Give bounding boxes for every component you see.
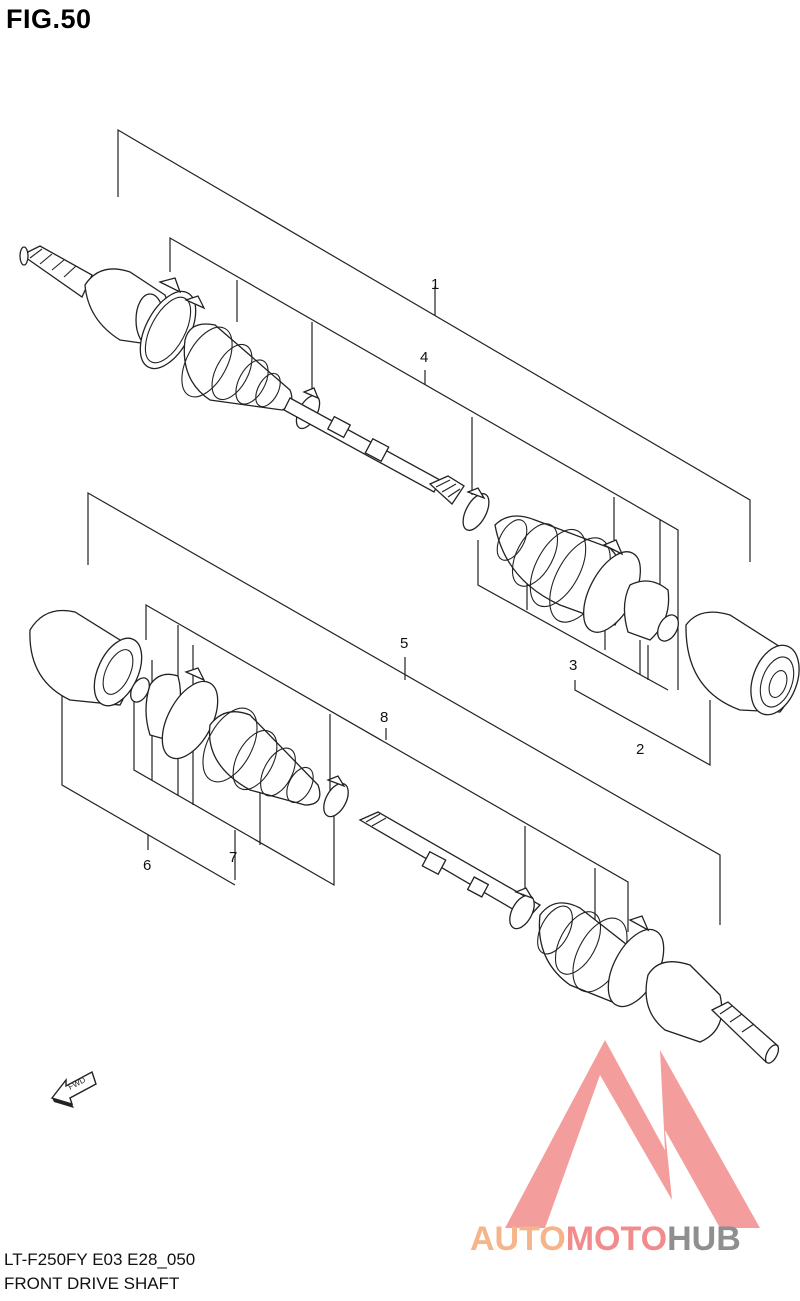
watermark-moto: MOTO	[566, 1220, 667, 1258]
model-code: LT-F250FY E03 E28_050	[4, 1250, 196, 1269]
callout-1: 1	[431, 276, 439, 293]
upper-shaft-bar	[283, 397, 441, 493]
upper-inner-joint-housing	[685, 611, 800, 716]
section-name: FRONT DRIVE SHAFT	[4, 1274, 180, 1293]
bracket-part-3	[477, 540, 669, 691]
callout-8: 8	[380, 709, 388, 726]
bracket-part-2	[574, 680, 711, 767]
bracket-part-4	[169, 236, 679, 690]
upper-circlip	[657, 614, 679, 642]
callout-4: 4	[420, 349, 428, 366]
lower-outer-small-clamp	[509, 887, 535, 930]
watermark-hub: HUB	[667, 1220, 741, 1258]
callout-2: 2	[636, 741, 644, 758]
bracket-part-8	[145, 603, 629, 940]
lower-outer-joint-housing	[645, 961, 723, 1043]
lower-shaft-bar	[358, 811, 542, 919]
lower-outer-spline	[710, 1001, 780, 1064]
bracket-part-5	[87, 491, 721, 925]
callout-3: 3	[569, 657, 577, 674]
watermark-text: AUTOMOTOHUB	[470, 1220, 741, 1258]
watermark-auto: AUTO	[470, 1220, 566, 1258]
lower-inner-joint-housing	[29, 609, 143, 707]
bracket-part-1	[117, 128, 751, 562]
upper-outer-clamp	[139, 277, 206, 370]
lower-inner-small-clamp	[323, 775, 349, 818]
bracket-part-6	[61, 695, 236, 886]
figure-title: FIG.50	[6, 4, 92, 34]
upper-inner-small-clamp	[462, 487, 490, 531]
watermark-logo	[505, 1040, 760, 1228]
lower-inner-boot	[202, 707, 321, 806]
fwd-arrow-icon: FWD	[50, 1070, 97, 1108]
upper-outer-boot	[181, 323, 293, 411]
upper-outer-spline	[19, 245, 93, 298]
callout-6: 6	[143, 857, 151, 874]
upper-inner-spline	[428, 475, 465, 505]
callout-7: 7	[229, 849, 237, 866]
callout-5: 5	[400, 635, 408, 652]
